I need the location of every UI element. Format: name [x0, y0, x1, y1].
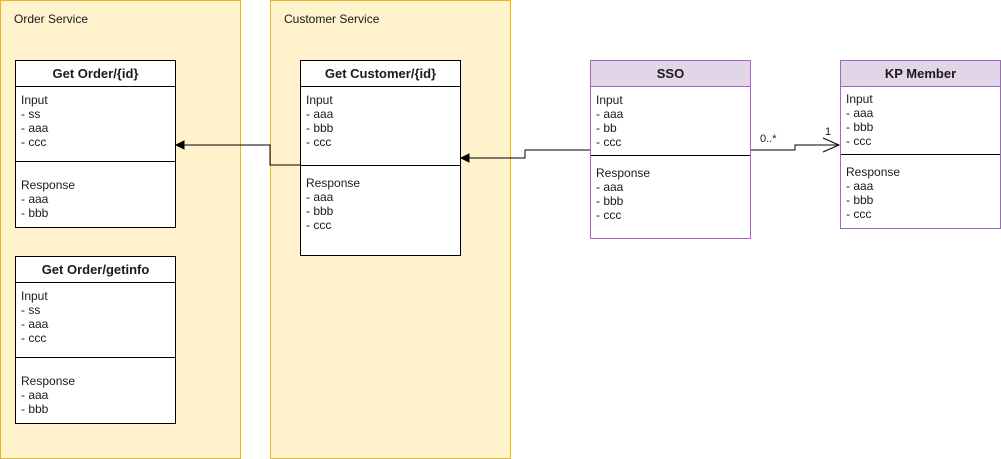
input-line: - aaa [846, 106, 874, 120]
get-customer-id-class[interactable]: Get Customer/{id} Input - aaa - bbb - cc… [300, 60, 461, 256]
input-line: - bbb [846, 120, 874, 134]
input-line: Input [846, 92, 873, 106]
multiplicity-source: 0..* [760, 133, 777, 145]
input-line: - aaa [21, 317, 49, 331]
response-line: Response [21, 178, 76, 192]
kp-member-title: KP Member [841, 61, 1000, 87]
input-line: - ss [21, 107, 41, 121]
response-line: - aaa [846, 179, 874, 193]
get-order-id-response-section: Response - aaa - bbb [16, 161, 175, 220]
response-line: - ccc [596, 208, 622, 222]
order-service-title: Order Service [14, 12, 89, 26]
input-line: - aaa [306, 107, 334, 121]
response-line: - bbb [306, 204, 334, 218]
get-order-id-title: Get Order/{id} [16, 61, 175, 87]
get-customer-id-input-section: Input - aaa - bbb - ccc [301, 93, 460, 149]
input-line: - ccc [596, 135, 622, 149]
get-customer-id-response-section: Response - aaa - bbb - ccc [301, 165, 460, 232]
response-line: - aaa [21, 388, 49, 402]
edge-sso-to-customer[interactable] [468, 149, 590, 159]
response-line: - ccc [846, 207, 872, 221]
get-customer-id-title: Get Customer/{id} [301, 61, 460, 87]
response-line: - aaa [596, 180, 624, 194]
response-line: Response [596, 166, 651, 180]
input-line: Input [21, 93, 48, 107]
response-line: Response [306, 176, 361, 190]
response-line: Response [846, 165, 901, 179]
sso-response-section: Response - aaa - bbb - ccc [591, 155, 750, 222]
kp-member-input-section: Input - aaa - bbb - ccc [841, 92, 1000, 148]
input-line: Input [306, 93, 333, 107]
get-order-getinfo-input-section: Input - ss - aaa - ccc [16, 289, 175, 345]
input-line: - ccc [306, 135, 332, 149]
sso-input-section: Input - aaa - bb - ccc [591, 93, 750, 149]
input-line: - aaa [21, 121, 49, 135]
kp-member-class[interactable]: KP Member Input - aaa - bbb - ccc Respon… [840, 60, 1001, 229]
input-line: - bbb [306, 121, 334, 135]
customer-service-title: Customer Service [284, 12, 380, 26]
response-line: Response [21, 374, 76, 388]
get-order-getinfo-title: Get Order/getinfo [16, 257, 175, 283]
arrowhead-icon [459, 153, 470, 163]
input-line: - bb [596, 121, 617, 135]
response-line: - bbb [596, 194, 624, 208]
get-order-getinfo-response-section: Response - aaa - bbb [16, 357, 175, 416]
multiplicity-target: 1 [825, 126, 832, 138]
response-line: - bbb [21, 206, 49, 220]
sso-class[interactable]: SSO Input - aaa - bb - ccc Response - aa… [590, 60, 751, 239]
input-line: Input [596, 93, 623, 107]
response-line: - aaa [21, 192, 49, 206]
response-line: - aaa [306, 190, 334, 204]
get-order-getinfo-class[interactable]: Get Order/getinfo Input - ss - aaa - ccc… [15, 256, 176, 424]
input-line: - ccc [21, 135, 47, 149]
input-line: - ss [21, 303, 41, 317]
input-line: - ccc [846, 134, 872, 148]
response-line: - bbb [846, 193, 874, 207]
input-line: Input [21, 289, 48, 303]
get-order-id-input-section: Input - ss - aaa - ccc [16, 93, 175, 149]
response-line: - ccc [306, 218, 332, 232]
edge-customer-to-order[interactable] [183, 144, 300, 166]
input-line: - aaa [596, 107, 624, 121]
get-order-id-class[interactable]: Get Order/{id} Input - ss - aaa - ccc Re… [15, 60, 176, 228]
input-line: - ccc [21, 331, 47, 345]
edge-sso-to-kp-member[interactable] [751, 144, 839, 151]
arrowhead-icon [174, 140, 185, 150]
sso-title: SSO [591, 61, 750, 87]
response-line: - bbb [21, 402, 49, 416]
open-arrowhead-icon [822, 137, 841, 153]
kp-member-response-section: Response - aaa - bbb - ccc [841, 154, 1000, 221]
